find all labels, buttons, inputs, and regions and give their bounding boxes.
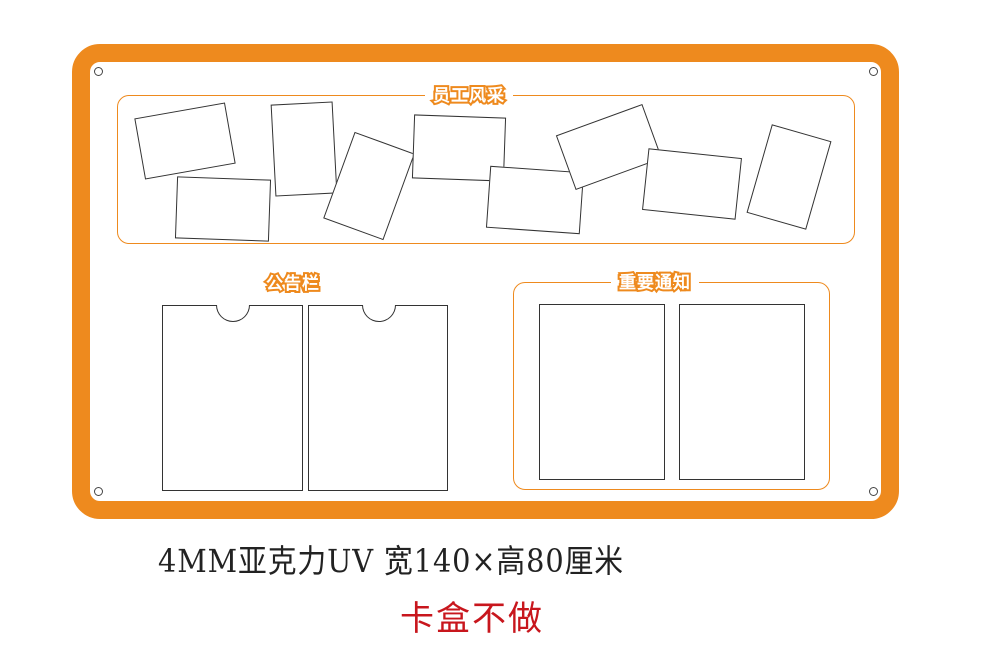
note-caption: 卡盒不做 [400, 599, 544, 639]
mounting-hole-top-right [869, 67, 878, 76]
notice-section-title: 重要通知 [611, 271, 699, 295]
mounting-hole-top-left [94, 67, 103, 76]
spec-caption: 4MM亚克力UV 宽140×高80厘米 [158, 542, 624, 580]
photo-slot [270, 101, 338, 197]
photo-slot [642, 148, 742, 220]
photo-slot [174, 176, 272, 242]
bulletin-pocket [308, 305, 448, 491]
bulletin-pocket [162, 305, 303, 491]
staff-section-title: 员工风采 [425, 84, 513, 108]
notice-document-slot [539, 304, 665, 480]
mounting-hole-bottom-left [94, 487, 103, 496]
mounting-hole-bottom-right [869, 487, 878, 496]
photo-slot [485, 165, 585, 235]
bulletin-section-title: 公告栏 [264, 272, 321, 296]
notice-document-slot [679, 304, 805, 480]
pocket-notch [216, 305, 250, 322]
pocket-notch [362, 305, 396, 322]
